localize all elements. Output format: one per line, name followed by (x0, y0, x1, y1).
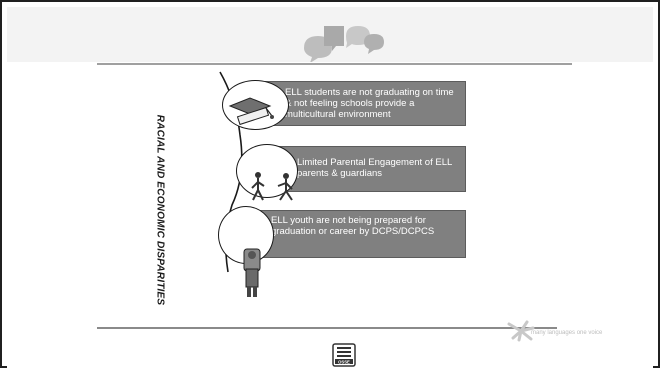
issue-box-1: ELL students are not graduating on time … (262, 81, 466, 126)
speech-bubbles-icon (304, 26, 384, 62)
starburst-logo-icon (507, 320, 535, 342)
osse-logo-text: OSSE (338, 359, 350, 364)
issue-text-2: Limited Parental Engagement of ELL paren… (297, 157, 452, 179)
osse-logo-icon: OSSE (332, 343, 356, 367)
footer-divider (97, 327, 557, 329)
issue-box-2: Limited Parental Engagement of ELL paren… (272, 146, 466, 192)
footer-band (7, 318, 653, 368)
issue-text-3: ELL youth are not being prepared for gra… (271, 215, 435, 237)
header-divider (97, 63, 572, 65)
issue-circle-2 (236, 144, 298, 198)
parent-and-child-walking-icon (251, 172, 293, 201)
graduation-hat-diploma-icon (228, 97, 274, 126)
issue-box-3: ELL youth are not being prepared for gra… (249, 210, 466, 258)
issue-text-1: ELL students are not graduating on time … (285, 87, 454, 120)
partner-logo-text: many languages one voice (531, 330, 603, 336)
student-with-backpack-icon (243, 248, 261, 297)
